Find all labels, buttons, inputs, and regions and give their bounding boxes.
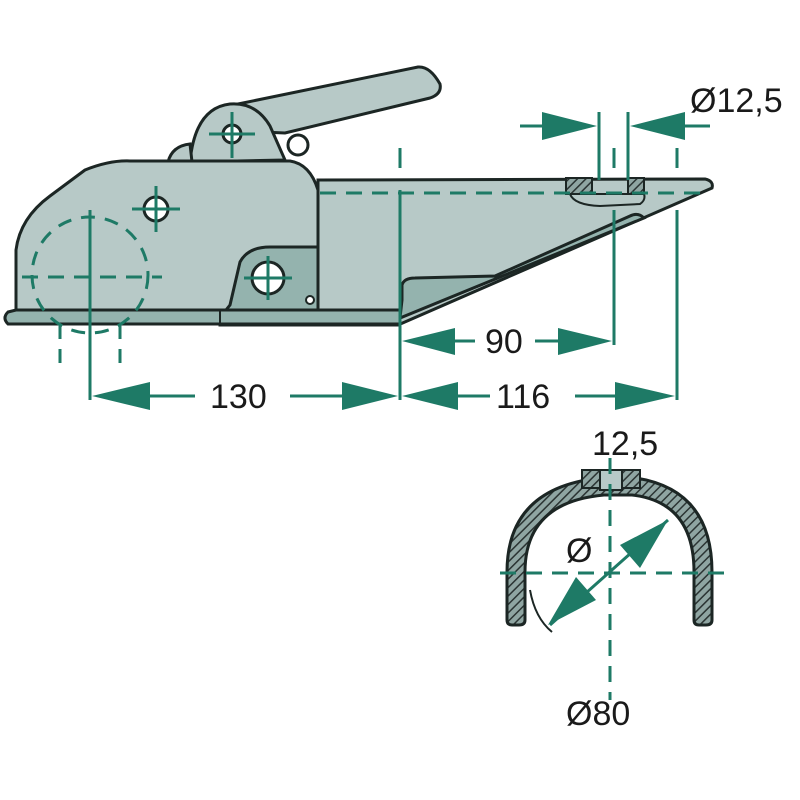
dim-section-diameter-symbol: Ø [566,532,592,570]
lever-pin [286,133,310,157]
coupling-side-view [3,65,714,327]
drawbar-inner [398,212,647,321]
dim-front-to-end: 116 [496,378,550,416]
center-lines [22,112,700,400]
dim-ball-to-front: 130 [210,378,267,416]
dim-front-to-hole: 90 [485,323,523,361]
cross-section-view: 12,5 Ø Ø80 [500,425,725,733]
base-plate [3,308,402,326]
dim-tube-diameter: Ø80 [566,695,630,733]
dim-hole-diameter: Ø12,5 [690,82,783,120]
dim-section-hole: 12,5 [592,425,658,463]
lever-handle [235,65,442,135]
dimension-arrows [92,112,710,410]
